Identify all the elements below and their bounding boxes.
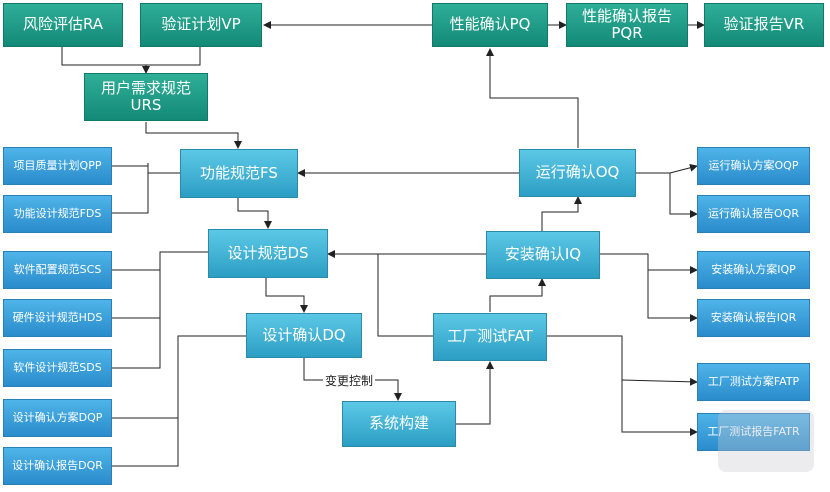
node-performance-qualification-report-pqr: 性能确认报告 PQR xyxy=(566,3,688,47)
node-installation-qualification-iq: 安装确认IQ xyxy=(486,231,600,279)
node-design-qualification-dq: 设计确认DQ xyxy=(246,313,362,358)
node-functional-spec-fs: 功能规范FS xyxy=(180,149,298,198)
doc-functional-design-spec-fds: 功能设计规范FDS xyxy=(3,195,112,233)
node-validation-plan-vp: 验证计划VP xyxy=(140,3,262,47)
watermark-logo xyxy=(718,410,814,472)
doc-operational-qualification-protocol-oqp: 运行确认方案OQP xyxy=(697,147,810,185)
node-design-spec-ds: 设计规范DS xyxy=(208,229,328,278)
doc-factory-test-report-fatr: 工厂测试报告FATR xyxy=(697,413,810,451)
doc-installation-qualification-report-iqr: 安装确认报告IQR xyxy=(697,299,810,337)
doc-software-config-spec-scs: 软件配置规范SCS xyxy=(3,251,112,289)
doc-hardware-design-spec-hds: 硬件设计规范HDS xyxy=(3,299,112,337)
doc-project-quality-plan-qpp: 项目质量计划QPP xyxy=(3,147,112,185)
doc-operational-qualification-report-oqr: 运行确认报告OQR xyxy=(697,195,810,233)
doc-software-design-spec-sds: 软件设计规范SDS xyxy=(3,349,112,387)
doc-design-qualification-protocol-dqp: 设计确认方案DQP xyxy=(3,399,112,437)
edge-label-change-control: 变更控制 xyxy=(323,372,376,389)
pqr-label-line1: 性能确认报告 xyxy=(581,6,672,25)
pqr-label-line2: PQR xyxy=(611,24,643,42)
node-risk-assessment-ra: 风险评估RA xyxy=(3,3,123,47)
doc-factory-test-protocol-fatp: 工厂测试方案FATP xyxy=(697,363,810,401)
node-operational-qualification-oq: 运行确认OQ xyxy=(519,149,636,197)
doc-design-qualification-report-dqr: 设计确认报告DQR xyxy=(3,447,112,485)
node-validation-report-vr: 验证报告VR xyxy=(704,3,824,47)
doc-installation-qualification-protocol-iqp: 安装确认方案IQP xyxy=(697,251,810,289)
urs-label-line1: 用户需求规范 xyxy=(100,78,191,97)
node-factory-acceptance-test-fat: 工厂测试FAT xyxy=(433,313,547,361)
node-user-requirements-urs: 用户需求规范 URS xyxy=(84,73,208,121)
urs-label-line2: URS xyxy=(130,96,162,114)
node-system-build: 系统构建 xyxy=(342,401,456,447)
node-performance-qualification-pq: 性能确认PQ xyxy=(432,3,548,47)
